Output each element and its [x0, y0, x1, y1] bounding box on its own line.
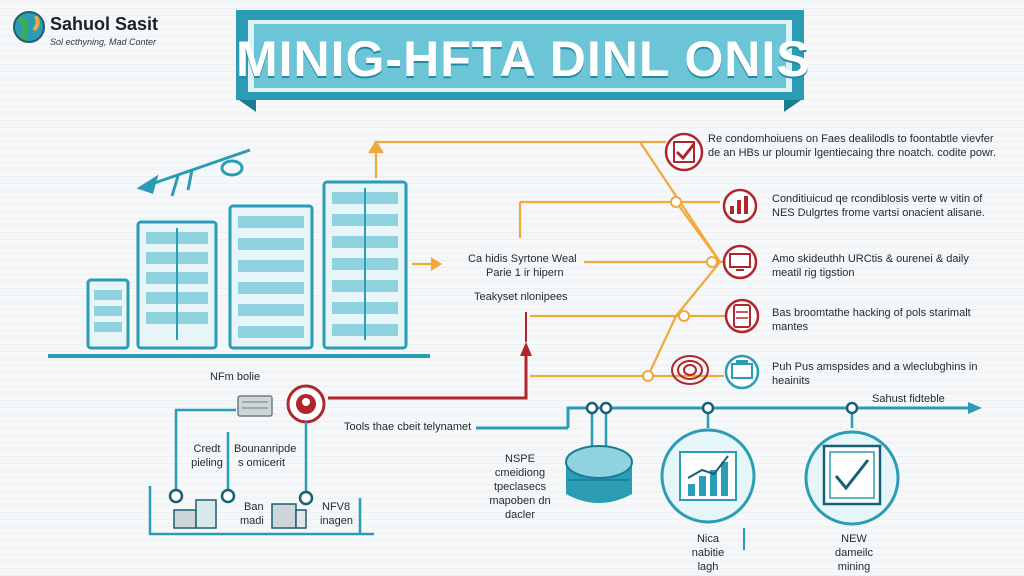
red-connector	[328, 312, 532, 400]
server-rack-1	[136, 220, 218, 350]
brand-logo: Sahuol Sasit Sol ecthyning, Mad Conter	[12, 8, 212, 48]
new-label-1: NEW	[841, 533, 867, 545]
center-label-3: Teakyset nlonipees	[474, 291, 568, 303]
page-title: MINIG-HFTA DINL ONIS	[236, 31, 811, 87]
satellite-dish-icon	[136, 148, 251, 197]
nica-label-3: lagh	[697, 561, 719, 573]
nspe-label-1: NSPE	[505, 453, 535, 465]
center-label-2: Parie 1 ir hipern	[486, 267, 564, 279]
new-label-2: dameilc	[835, 547, 873, 559]
brand-name: Sahuol Sasit	[50, 14, 159, 34]
nica-label-2: nabitie	[691, 547, 725, 559]
nfm-label: NFm bolie	[210, 371, 261, 383]
coil-icon	[671, 355, 709, 385]
timeline-nodes	[585, 401, 859, 415]
ban-label-1: Ban	[244, 501, 264, 513]
cred-label-2: pieling	[191, 457, 223, 469]
database-icon	[565, 445, 633, 503]
bound-label-1: Bounanripde	[234, 443, 297, 455]
list-item-2: Conditiuicud qe rcondiblosis verte w vit…	[772, 193, 985, 219]
nspe-label-3: tpeclasecs	[494, 481, 546, 493]
document-check-icon	[804, 430, 900, 526]
left-network	[148, 408, 374, 536]
ban-label-2: madi	[240, 515, 264, 527]
bound-label-2: s omicerit	[238, 457, 286, 469]
server-rack-small	[86, 278, 130, 350]
connector-nodes	[642, 196, 718, 382]
nica-label-1: Nica	[696, 533, 719, 545]
chart-icon	[722, 188, 758, 224]
logo-globe-icon	[13, 11, 45, 43]
banner: MINIG-HFTA DINL ONIS	[236, 8, 811, 108]
tools-label: Tools thae cbeit telynamet	[344, 421, 472, 433]
list-item-3: Amo skideuthh URCtis & ourenei & daily m…	[772, 253, 969, 279]
device-icons	[173, 499, 307, 529]
list-item-5: Puh Pus amspsides and a wleclubghins in …	[772, 361, 978, 387]
shield-node-icon	[286, 384, 326, 424]
printer-icon	[724, 354, 760, 390]
list-item-1: Re condomhoiuens on Faes dealilodls to f…	[708, 133, 996, 159]
nfv-label-2: inagen	[320, 515, 354, 527]
nfv-label-1: NFV8	[322, 501, 351, 513]
list-item-4: Bas broomtathe hacking of pols starimalt…	[772, 307, 971, 333]
nspe-label-4: mapoben dn	[489, 495, 551, 507]
server-icon	[724, 298, 760, 334]
timeline	[476, 402, 982, 550]
timeline-end-label: Sahust fidteble	[872, 393, 945, 405]
nspe-label-2: cmeidiong	[494, 467, 546, 479]
check-icon	[664, 132, 704, 172]
left-network-nodes	[168, 488, 314, 506]
keyboard-icon	[237, 395, 273, 417]
nspe-label-5: dacler	[505, 509, 535, 521]
new-label-3: mining	[837, 561, 871, 573]
cred-label-1: Credt	[193, 443, 221, 455]
center-label-1: Ca hidis Syrtone Weal	[468, 253, 577, 265]
server-rack-2	[228, 204, 314, 350]
brand-tagline: Sol ecthyning, Mad Conter	[50, 37, 157, 47]
analytics-chart-icon	[660, 428, 756, 524]
title-banner	[236, 10, 804, 112]
monitor-icon	[722, 244, 758, 280]
server-rack-3	[322, 180, 408, 350]
orange-connectors	[368, 139, 726, 378]
